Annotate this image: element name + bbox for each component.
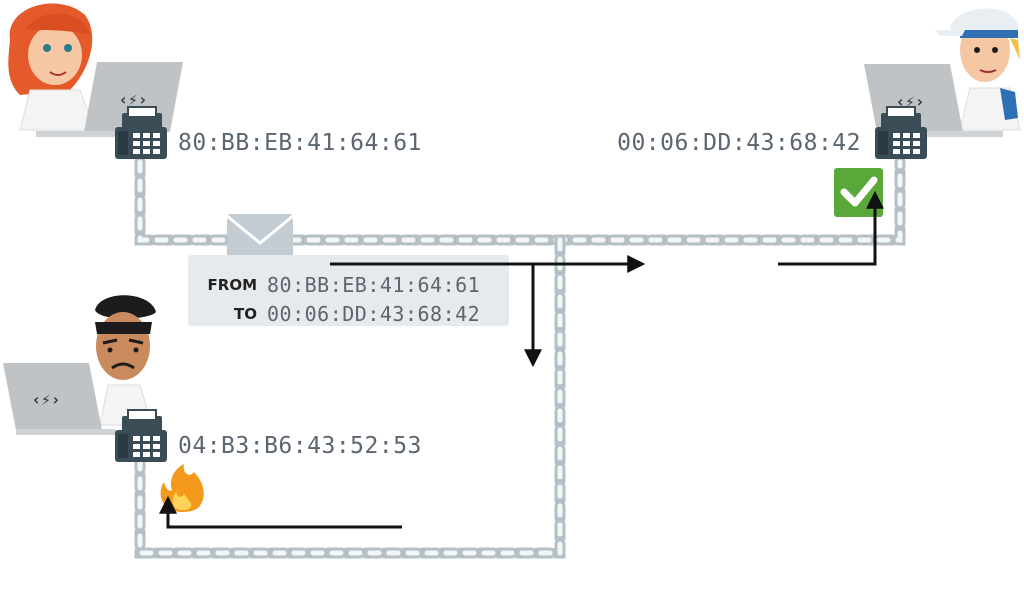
user-bottom-left: ‹⚡› 04:B3:B6:43:52:53 (3, 295, 422, 512)
mac-address-bottom-left: 04:B3:B6:43:52:53 (178, 433, 422, 459)
packet: FROM 80:BB:EB:41:64:61 TO 00:06:DD:43:68… (188, 214, 509, 326)
svg-text:‹⚡›: ‹⚡› (32, 390, 61, 409)
fax-machine-icon (875, 106, 927, 159)
person-avatar (8, 3, 96, 131)
from-label: FROM (208, 276, 257, 294)
to-mac: 00:06:DD:43:68:42 (267, 302, 480, 326)
network-chain (134, 156, 906, 559)
to-label: TO (234, 305, 257, 323)
svg-text:‹⚡›: ‹⚡› (119, 90, 148, 109)
laptop-icon: ‹⚡› (3, 363, 116, 435)
person-avatar (935, 8, 1021, 131)
fax-machine-icon (115, 106, 167, 159)
packet-header-badge (188, 255, 509, 326)
fax-machine-icon (115, 409, 167, 462)
user-top-left: ‹⚡› 80:BB:EB:41:64:61 (8, 3, 422, 159)
mac-address-top-left: 80:BB:EB:41:64:61 (178, 130, 422, 156)
arrow-to-top-right (778, 190, 884, 266)
arrow-to-bottom-left (159, 495, 402, 529)
from-mac: 80:BB:EB:41:64:61 (267, 273, 480, 297)
packet-flow-arrows (159, 190, 884, 529)
user-top-right: ‹⚡› 00:06:DD:43:68:42 (617, 8, 1021, 217)
envelope-icon (226, 214, 294, 261)
person-avatar (95, 295, 156, 426)
mac-address-top-right: 00:06:DD:43:68:42 (617, 130, 861, 156)
